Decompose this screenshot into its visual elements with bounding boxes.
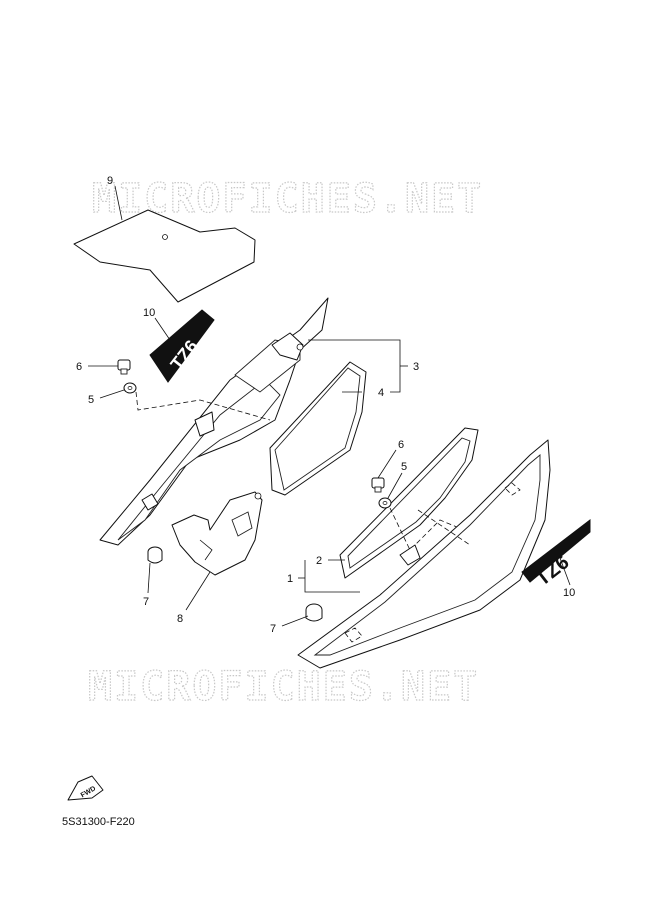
callout-6-left: 6	[76, 361, 82, 373]
watermark-bottom: MICROFICHES.NET	[88, 664, 479, 710]
callout-5-right: 5	[401, 461, 407, 473]
washer-5-right	[378, 472, 403, 509]
forward-arrow-icon: FWD	[67, 775, 104, 801]
bolt-6-left	[88, 359, 131, 375]
right-decal-text: TZ6	[532, 551, 574, 590]
callout-2: 2	[316, 555, 322, 567]
callout-10-right: 10	[563, 587, 575, 599]
callout-7-left: 7	[143, 596, 149, 608]
left-decal: TZ6	[149, 309, 215, 383]
grommet-7-left	[147, 546, 163, 594]
diagram-code: 5S31300-F220	[62, 816, 135, 828]
bolt-6-right	[371, 449, 397, 493]
callout-10-left: 10	[143, 307, 155, 319]
callout-1: 1	[287, 573, 293, 585]
part-2-panel	[339, 427, 479, 579]
callout-7-right: 7	[270, 623, 276, 635]
grommet-7-right	[281, 603, 323, 627]
callout-9: 9	[107, 175, 113, 187]
callout-3: 3	[413, 361, 419, 373]
part-9-plate	[73, 185, 256, 303]
callout-5-left: 5	[88, 394, 94, 406]
part-4-panel	[269, 361, 367, 496]
callout-6-right: 6	[398, 439, 404, 451]
washer-5-left	[99, 382, 137, 399]
part-right-side-cover	[297, 439, 551, 669]
part-8-bracket	[171, 491, 263, 611]
callout-8: 8	[177, 613, 183, 625]
callout-4: 4	[378, 387, 384, 399]
part-left-side-cover	[99, 297, 329, 546]
